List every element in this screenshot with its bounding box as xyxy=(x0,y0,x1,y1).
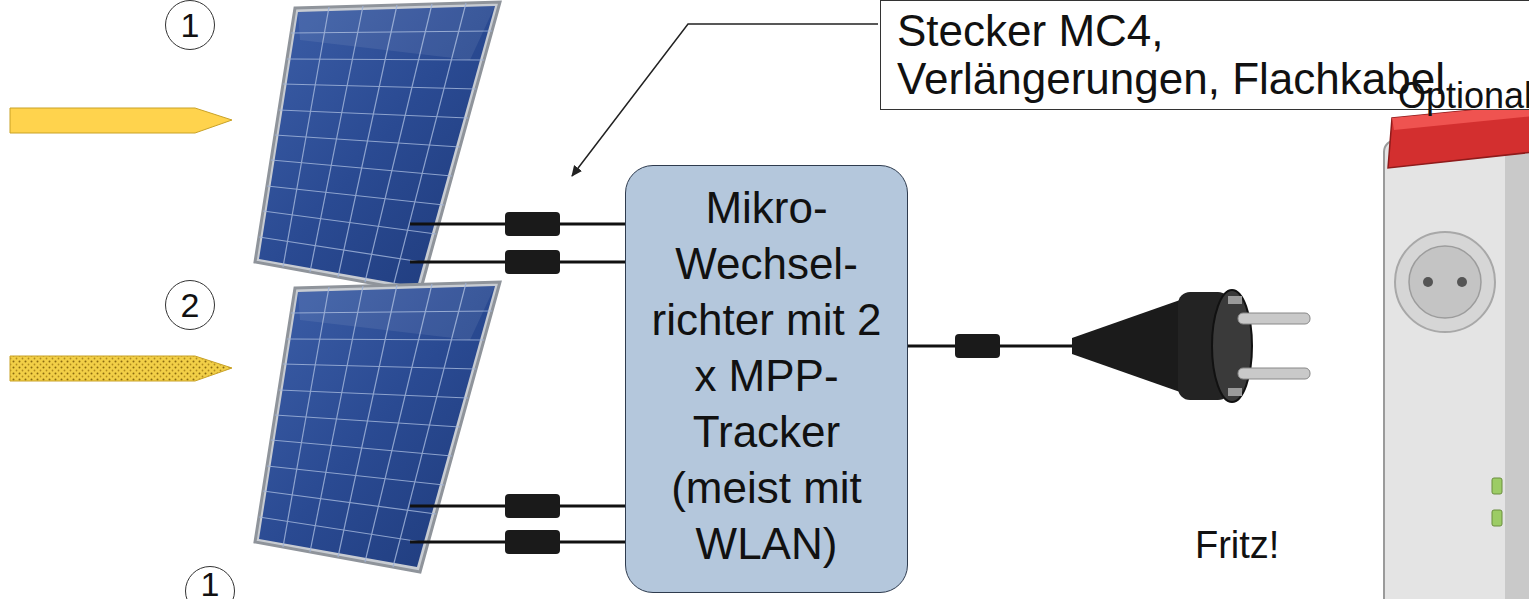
leader-line xyxy=(572,24,878,176)
node-text: 1 xyxy=(181,8,200,42)
sun-arrow-patterned xyxy=(10,356,232,381)
callout-number: 1 xyxy=(165,0,215,50)
node-text: 2 xyxy=(181,288,200,322)
inverter-box: Mikro- Wechsel- richter mit 2 x MPP- Tra… xyxy=(625,165,908,593)
device-label: Fritz! xyxy=(1195,522,1279,568)
node-text: 1 xyxy=(201,567,220,599)
node-text: Mikro- Wechsel- richter mit 2 x MPP- Tra… xyxy=(642,180,892,572)
schuko-plug xyxy=(1072,290,1310,402)
smart-plug xyxy=(1384,104,1529,599)
callout-number: 2 xyxy=(165,280,215,330)
solar-panel xyxy=(255,2,500,292)
callout-number: 1 xyxy=(185,566,235,599)
sun-arrow xyxy=(10,108,232,133)
node-text: Stecker MC4, Verlängerungen, Flachkabel xyxy=(897,7,1477,103)
solar-panel xyxy=(255,282,500,572)
option-label: Optional xyxy=(1398,74,1529,117)
